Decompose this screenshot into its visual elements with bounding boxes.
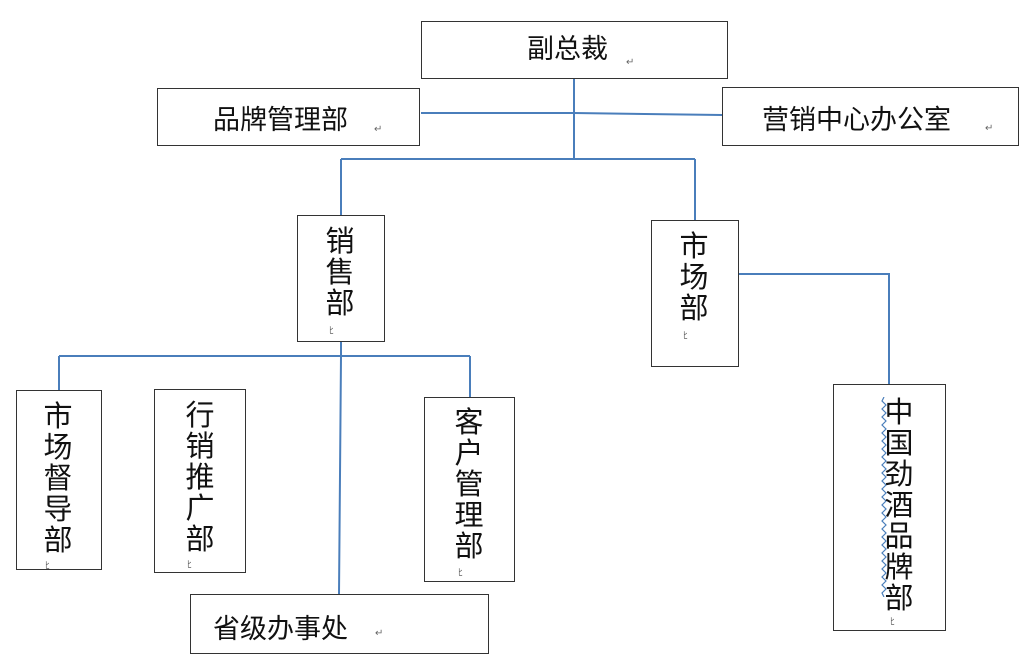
- connector-drop-provincial-office: [338, 342, 342, 595]
- node-marketing-center-office[interactable]: 营销中心办公室 ↵: [722, 87, 1019, 146]
- node-label: 客户管理部: [454, 405, 484, 563]
- cell-end-mark: ﾋ: [329, 326, 334, 337]
- node-label: 行销推广部: [185, 398, 215, 556]
- paragraph-mark: ↵: [626, 57, 635, 68]
- node-brand-management[interactable]: 品牌管理部 ↵: [157, 88, 420, 146]
- cell-end-mark: ﾋ: [458, 568, 463, 579]
- node-label: 品牌管理部: [213, 105, 348, 136]
- connector-staff-line-office: [573, 112, 723, 116]
- node-label: 中国劲酒品牌部: [884, 395, 914, 615]
- node-label: 副总裁: [527, 34, 608, 65]
- node-china-jinjiu-brand[interactable]: 中国劲酒品牌部 ﾋ: [833, 384, 946, 631]
- cell-end-mark: ﾋ: [890, 617, 895, 628]
- node-market-department[interactable]: 市场部 ﾋ: [651, 220, 739, 367]
- cell-end-mark: ﾋ: [683, 331, 688, 342]
- paragraph-mark: ↵: [985, 123, 994, 134]
- node-label: 省级办事处: [213, 614, 348, 645]
- node-label: 市场部: [679, 229, 709, 325]
- cell-end-mark: ﾋ: [187, 560, 192, 571]
- paragraph-mark: ↵: [374, 124, 383, 135]
- node-label: 市场督导部: [43, 399, 73, 557]
- node-trade-promotion[interactable]: 行销推广部 ﾋ: [154, 389, 246, 573]
- node-market-supervision[interactable]: 市场督导部 ﾋ: [16, 390, 102, 572]
- node-customer-management[interactable]: 客户管理部 ﾋ: [424, 397, 515, 582]
- node-label: 营销中心办公室: [762, 105, 951, 136]
- node-vice-president[interactable]: 副总裁 ↵: [421, 21, 728, 79]
- node-label: 销售部: [325, 224, 355, 320]
- node-provincial-office[interactable]: 省级办事处 ↵: [190, 594, 489, 654]
- cell-end-mark: ﾋ: [45, 561, 50, 572]
- paragraph-mark: ↵: [375, 628, 384, 639]
- spellcheck-squiggle: [881, 397, 887, 597]
- connector-market-to-brand: [739, 273, 890, 384]
- node-sales-department[interactable]: 销售部 ﾋ: [297, 215, 385, 342]
